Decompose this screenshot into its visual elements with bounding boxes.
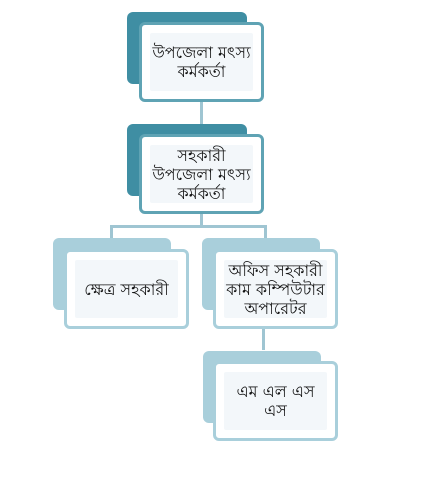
connector-branch-n4 (264, 225, 267, 239)
node-field-assistant: ক্ষেত্র সহকারী (53, 238, 190, 329)
node-inner (224, 372, 327, 430)
node-label: সহকারী উপজেলা মৎস্য কর্মকর্তা (152, 145, 251, 203)
node-label: অফিস সহকারী কাম কম্পিউটার অপারেটর (226, 260, 325, 318)
node-inner (150, 145, 253, 203)
node-inner (224, 260, 327, 318)
node-box: উপজেলা মৎস্য কর্মকর্তা (139, 22, 264, 102)
node-assistant-upazila-fisheries-officer: সহকারী উপজেলা মৎস্য কর্মকর্তা (127, 124, 265, 214)
node-box: সহকারী উপজেলা মৎস্য কর্মকর্তা (139, 134, 264, 214)
node-label: ক্ষেত্র সহকারী (84, 279, 169, 299)
node-label: উপজেলা মৎস্য কর্মকর্তা (152, 43, 251, 81)
node-inner (75, 260, 178, 318)
node-mlss: এম এল এস এস (203, 351, 338, 441)
node-box: ক্ষেত্র সহকারী (64, 249, 189, 329)
connector-n2-branch (200, 212, 203, 226)
node-upazila-fisheries-officer: উপজেলা মৎস্য কর্মকর্তা (127, 12, 265, 102)
node-label: এম এল এস এস (236, 382, 315, 420)
node-inner (150, 33, 253, 91)
connector-n4-n5 (262, 328, 265, 350)
connector-branch-horizontal (110, 225, 266, 228)
node-box: অফিস সহকারী কাম কম্পিউটার অপারেটর (213, 249, 338, 329)
connector-n1-n2 (200, 100, 203, 124)
node-box: এম এল এস এস (213, 361, 338, 441)
node-office-assistant-computer-operator: অফিস সহকারী কাম কম্পিউটার অপারেটর (202, 238, 338, 329)
connector-branch-n3 (110, 225, 113, 239)
